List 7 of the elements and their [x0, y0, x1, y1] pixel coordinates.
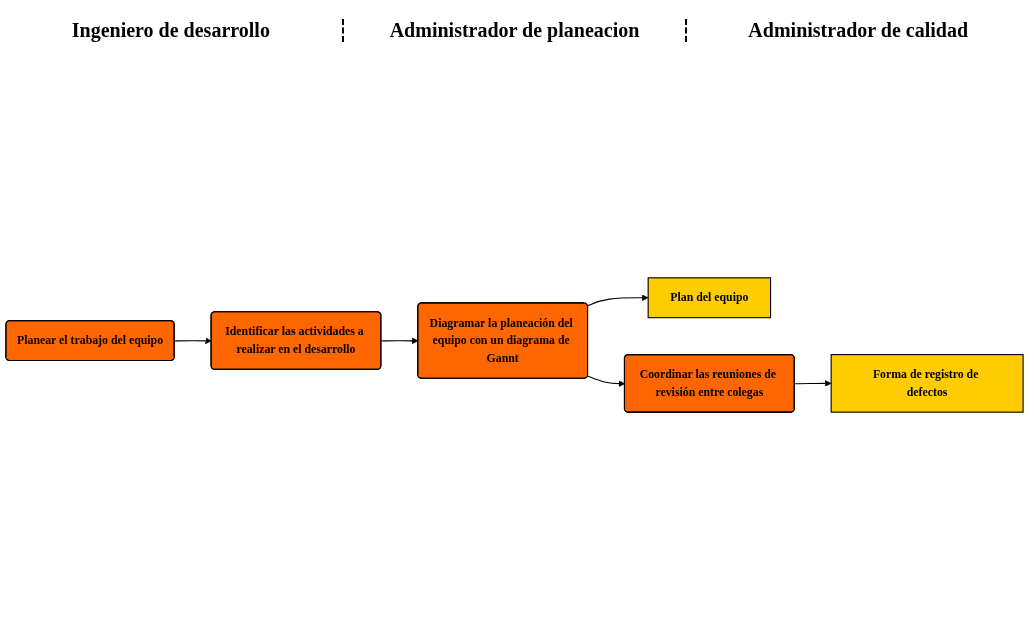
lane-header: Ingeniero de desarrollo	[70, 18, 271, 42]
node-box: Forma de registro de defectos	[830, 354, 1024, 413]
arrow	[587, 294, 649, 307]
arrow	[794, 380, 832, 387]
node-box: Plan del equipo	[647, 277, 772, 319]
lane-header: Administrador de planeacion	[341, 18, 686, 42]
lane-header: Administrador de calidad	[685, 18, 1029, 42]
